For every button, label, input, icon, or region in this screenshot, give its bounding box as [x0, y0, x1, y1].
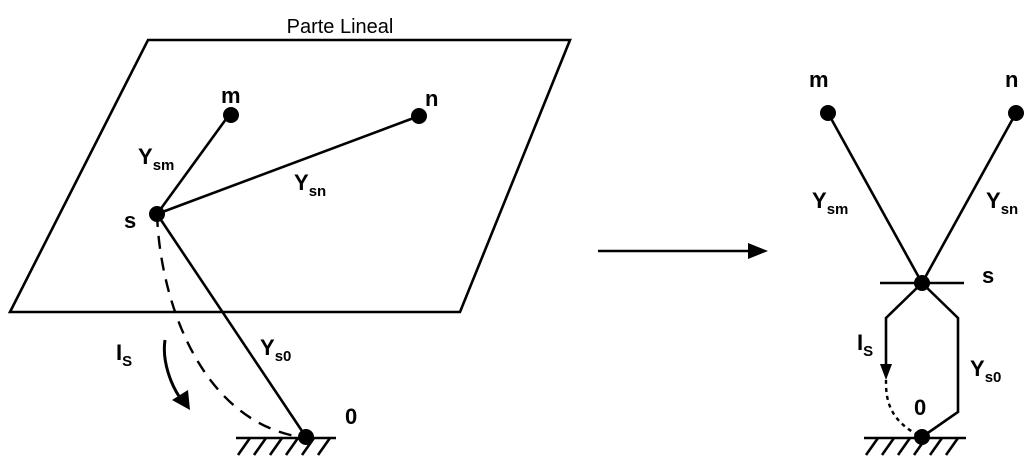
node-0-right	[914, 429, 930, 445]
current-arrowhead-right	[880, 364, 892, 380]
label-ysn-right: Ysn	[986, 188, 1018, 218]
label-s-left: s	[124, 208, 136, 233]
label-current-right: IS	[857, 330, 873, 360]
node-s-right	[914, 275, 930, 291]
label-ys0-right: Ys0	[970, 356, 1001, 386]
branch-ys0-right	[921, 282, 960, 439]
label-ysm-right: Ysm	[812, 188, 848, 218]
label-ys0-left: Ys0	[260, 335, 291, 365]
current-arrow-shaft	[162, 339, 185, 403]
label-0-left: 0	[345, 404, 357, 429]
node-s-left	[149, 206, 165, 222]
current-path-dashed	[155, 213, 301, 439]
label-n-right: n	[1005, 67, 1018, 92]
label-current-left: IS	[116, 340, 132, 370]
edge-s-0	[155, 213, 308, 438]
label-ysm-left: Ysm	[138, 144, 174, 174]
label-ysn-left: Ysn	[294, 170, 326, 200]
plane-title: Parte Lineal	[287, 16, 394, 38]
label-m-right: m	[809, 67, 829, 92]
label-n-left: n	[425, 86, 438, 111]
branch-current-right	[884, 282, 923, 368]
label-s-right: s	[982, 263, 994, 288]
node-m-right	[820, 105, 836, 121]
plane-outline	[7, 38, 572, 314]
edge-s-n	[156, 114, 420, 216]
edge-s-m	[155, 114, 231, 215]
label-m-left: m	[221, 83, 241, 108]
node-m-left	[223, 107, 239, 123]
transform-arrowhead	[748, 243, 768, 259]
label-0-right: 0	[914, 395, 926, 420]
node-n-right	[1008, 105, 1024, 121]
edge-m-s-right	[826, 112, 924, 284]
ground-symbol-left	[236, 436, 336, 456]
current-arrowhead	[172, 390, 190, 410]
node-n-left	[411, 108, 427, 124]
node-0-left	[298, 429, 314, 445]
edge-n-s-right	[920, 112, 1018, 284]
linear-part-plane: Parte Lineal	[7, 16, 572, 314]
